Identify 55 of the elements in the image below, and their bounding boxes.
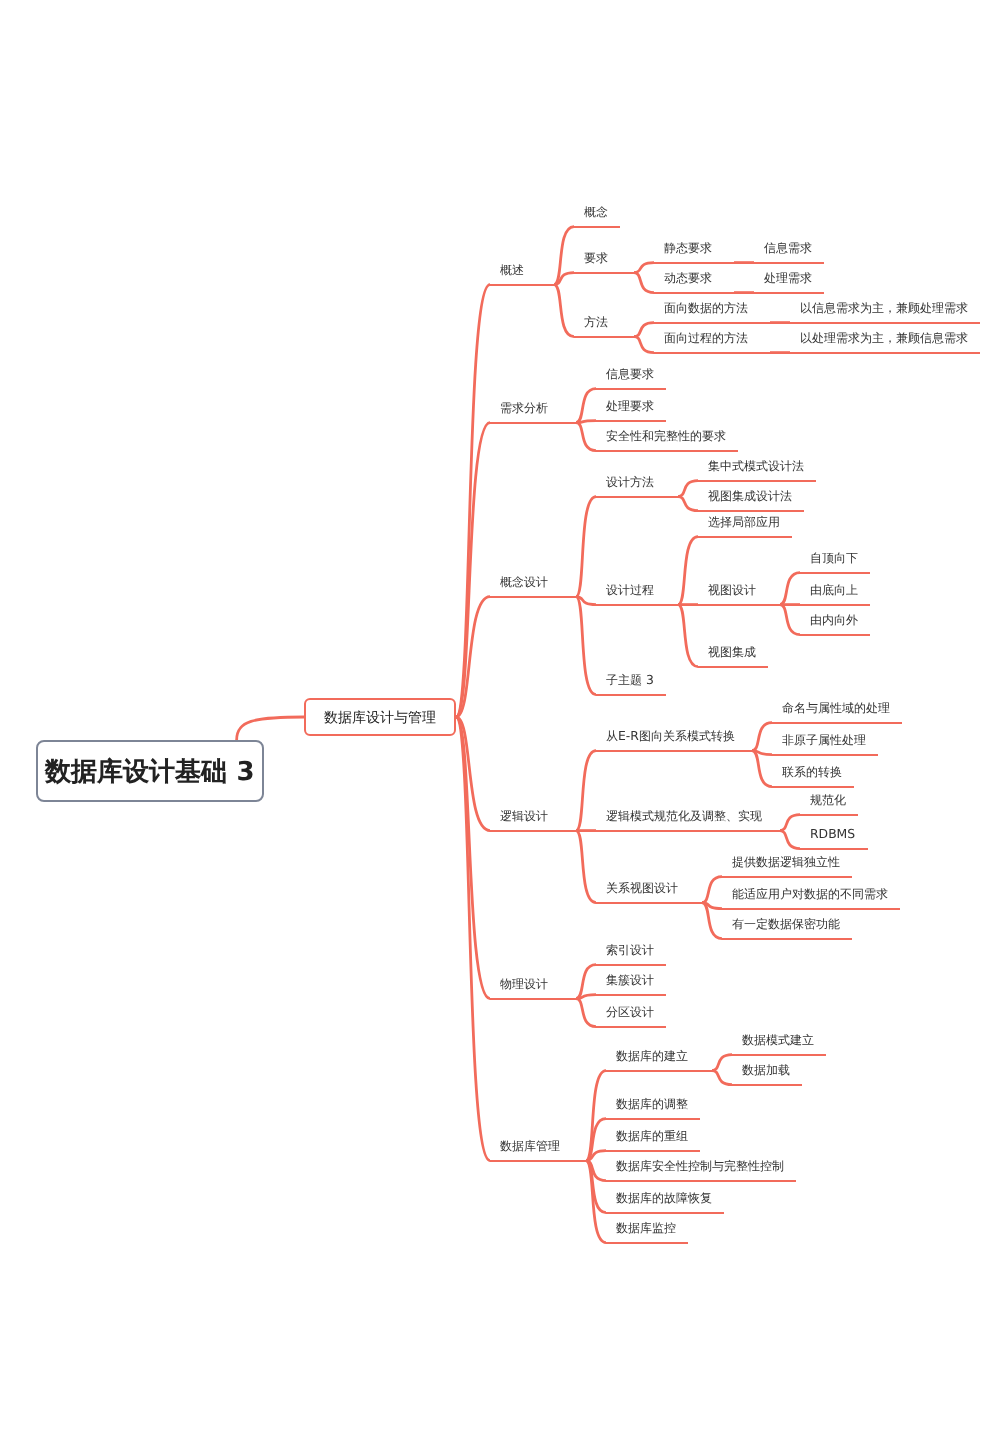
branch-line [585, 1159, 607, 1182]
branch-line [734, 291, 754, 294]
branch-line [575, 997, 597, 1028]
branch-line [677, 495, 699, 512]
branch-line [633, 335, 655, 354]
branch-line [751, 721, 773, 752]
branch-line [779, 603, 801, 636]
branch-line [677, 603, 699, 668]
branch-line [677, 535, 699, 606]
branch-line [454, 421, 491, 718]
branch-line [770, 321, 790, 324]
branch-line [779, 829, 801, 850]
branch-line [235, 715, 304, 741]
branch-line [677, 479, 699, 498]
branch-line [585, 1117, 607, 1162]
branch-line [575, 749, 597, 832]
branch-line [454, 283, 492, 718]
branch-line [575, 829, 597, 904]
branch-line [633, 271, 655, 294]
branch-line [711, 1069, 733, 1086]
branch-line [455, 595, 491, 719]
branch-line [553, 271, 575, 286]
branch-line [633, 321, 655, 338]
branch-line [701, 901, 723, 910]
branch-line [455, 715, 491, 832]
branch-line [585, 1159, 607, 1244]
branch-line [585, 1159, 607, 1214]
branch-line [575, 421, 597, 452]
branch-line [711, 1053, 733, 1072]
branch-line [553, 283, 575, 338]
branch-line [575, 993, 597, 1000]
branch-line [575, 595, 597, 696]
branch-line [575, 387, 597, 424]
branch-line [585, 1149, 607, 1162]
branch-line [454, 716, 491, 1000]
branch-line [633, 261, 655, 274]
branch-line [575, 419, 596, 424]
central-topic-box: 数据库设计基础 3 [36, 740, 264, 802]
branch-line [575, 963, 597, 1000]
branch-line [734, 261, 754, 264]
branch-line [454, 716, 492, 1162]
branch-line [575, 495, 597, 598]
branch-line [779, 571, 801, 606]
branch-line [701, 901, 723, 940]
branch-line [770, 351, 790, 354]
branch-line [553, 225, 575, 286]
branch-line [576, 829, 596, 832]
branch-line [779, 813, 801, 832]
branch-line [751, 749, 773, 788]
branch-line [575, 595, 597, 606]
branch-line [701, 875, 723, 904]
branch-line [751, 749, 773, 756]
branch-line [780, 603, 800, 606]
branch-line [678, 603, 698, 606]
branch-line [585, 1069, 607, 1162]
